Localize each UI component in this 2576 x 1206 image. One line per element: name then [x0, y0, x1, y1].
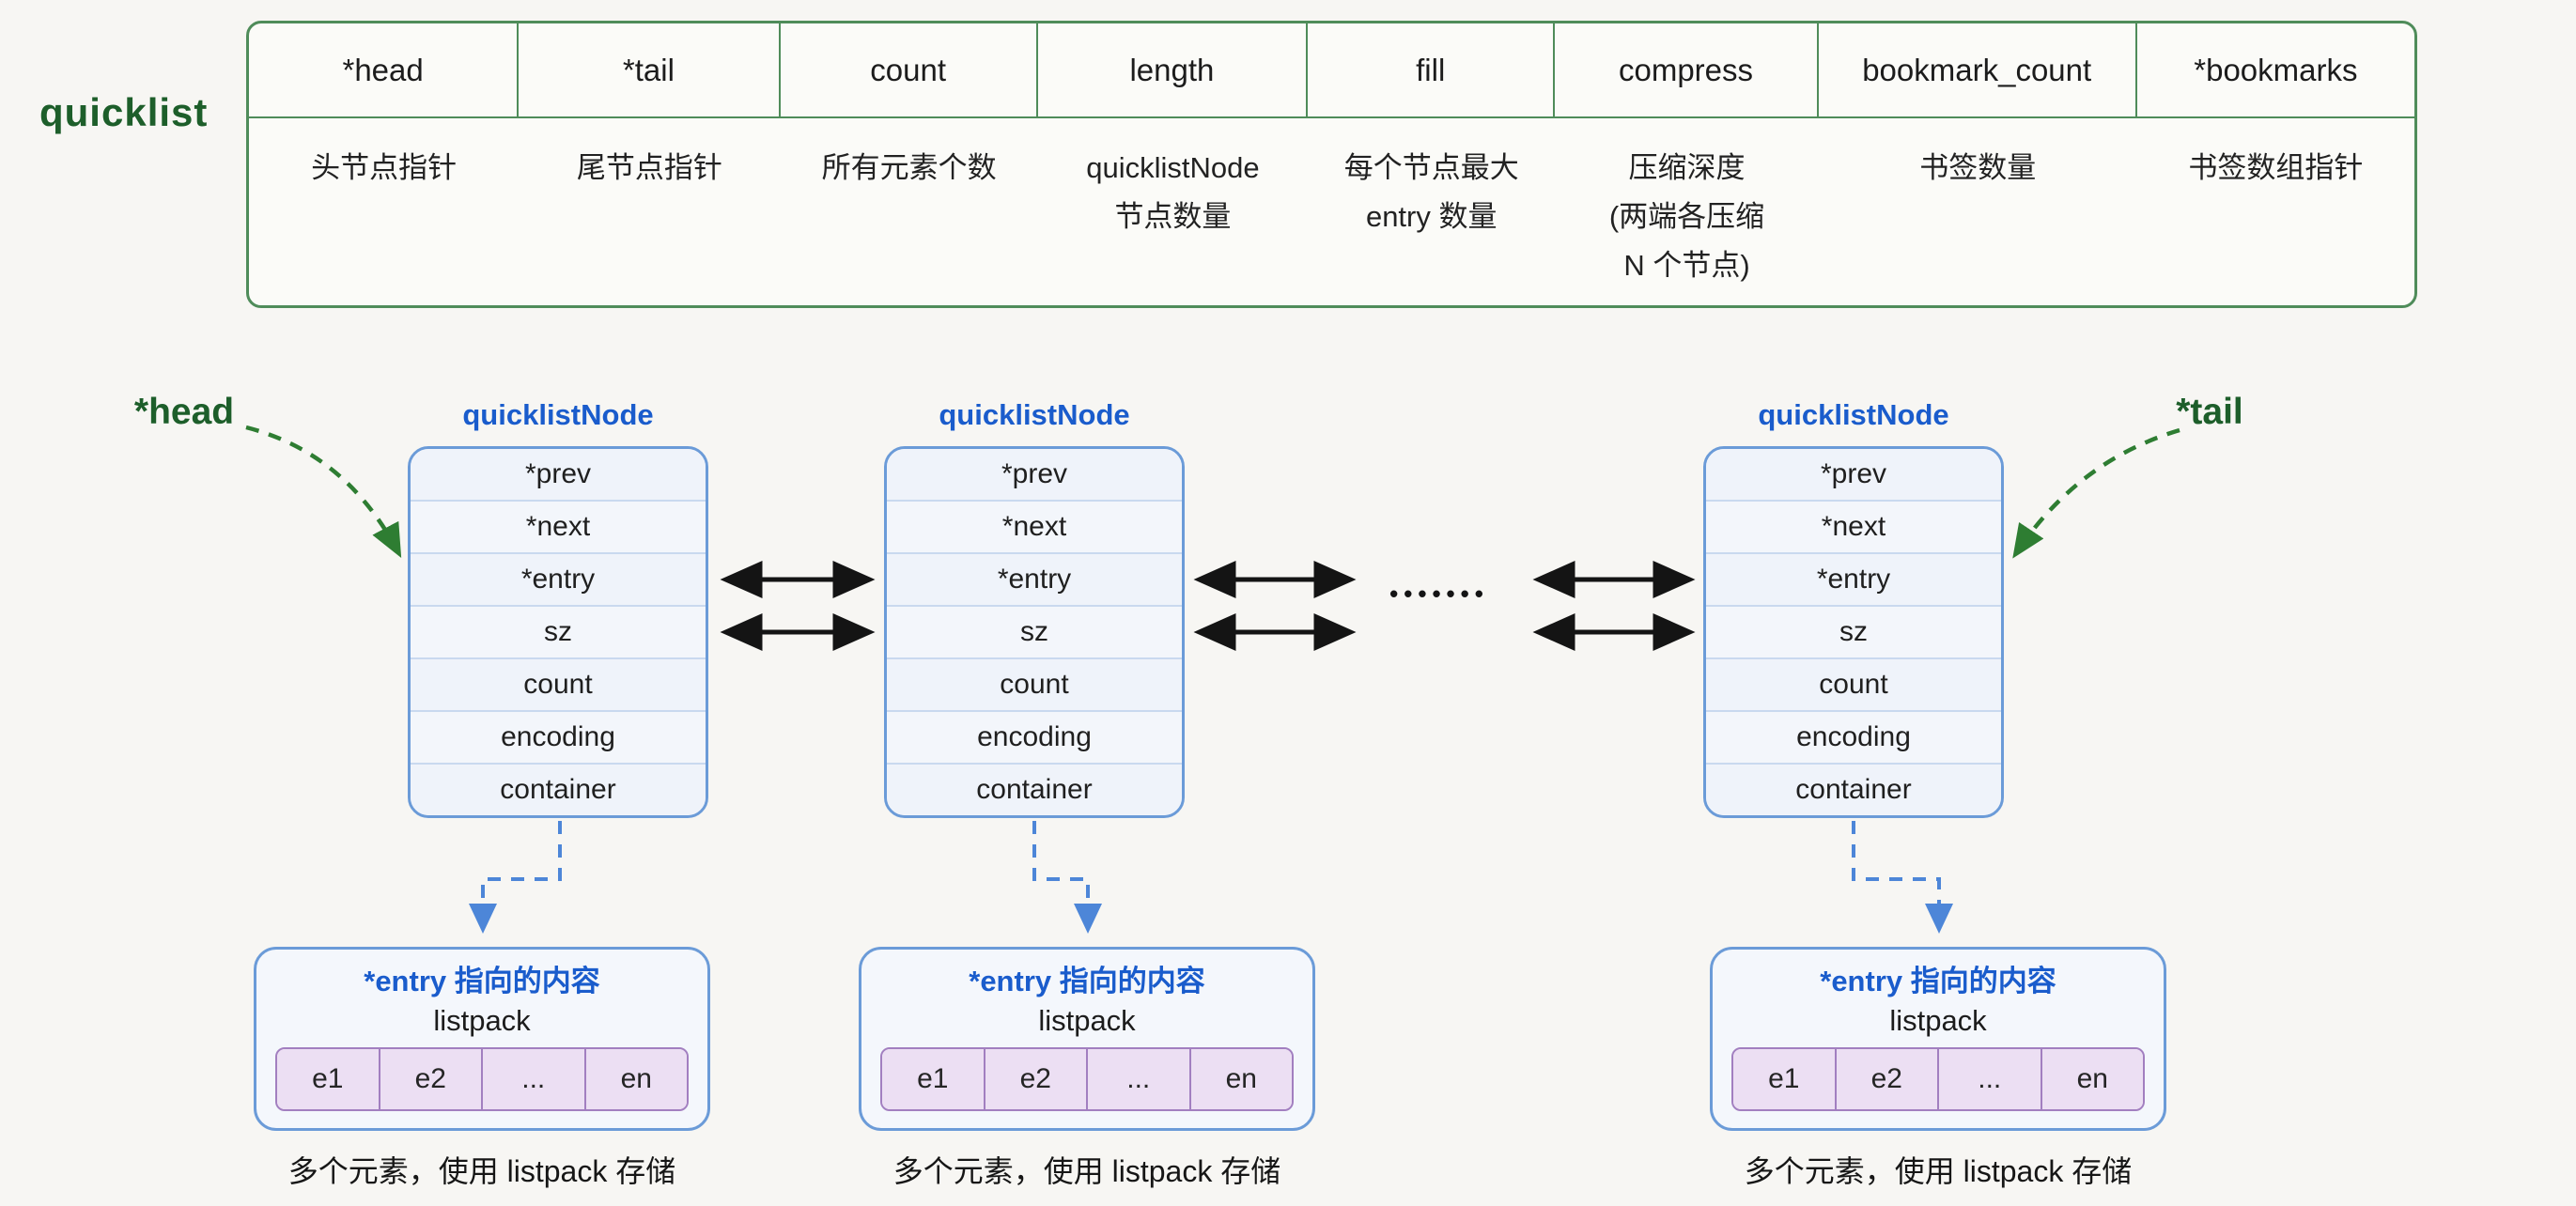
field-tail: *tail: [519, 23, 781, 116]
field-head: *head: [249, 23, 520, 116]
entry-connector-1: [469, 821, 562, 934]
listpack-1-cell-en: en: [585, 1049, 687, 1109]
field-count: count: [781, 23, 1038, 116]
node-3-field-entry: *entry: [1706, 554, 2001, 607]
quicklist-node-1: *prev *next *entry sz count encoding con…: [408, 446, 708, 818]
listpack-cells-1: e1 e2 ... en: [275, 1047, 689, 1111]
node-2-field-prev: *prev: [887, 449, 1182, 502]
node-1-field-container: container: [411, 765, 706, 815]
entry-box-2-title: *entry 指向的内容: [969, 965, 1205, 997]
listpack-caption-2: 多个元素，使用 listpack 存储: [892, 1154, 1281, 1188]
listpack-2-cell-e1: e1: [882, 1049, 985, 1109]
listpack-1-cell-dots: ...: [483, 1049, 586, 1109]
node-1-field-encoding: encoding: [411, 712, 706, 765]
head-pointer-arrow: [245, 425, 402, 558]
desc-length: quicklistNode 节点数量: [1086, 151, 1260, 233]
node-2-field-container: container: [887, 765, 1182, 815]
field-fill: fill: [1308, 23, 1556, 116]
node-1-title: quicklistNode: [462, 398, 654, 431]
node-2-title: quicklistNode: [939, 398, 1130, 431]
listpack-cells-3: e1 e2 ... en: [1731, 1047, 2145, 1111]
desc-bookmarks: 书签数组指针: [2188, 151, 2364, 184]
node-1-field-next: *next: [411, 502, 706, 554]
tail-pointer-arrow: [2012, 427, 2180, 559]
head-pointer-label: *head: [133, 392, 235, 432]
entry-content-box-1: *entry 指向的内容 listpack e1 e2 ... en: [254, 947, 710, 1131]
node-2-field-encoding: encoding: [887, 712, 1182, 765]
tail-pointer-label: *tail: [2176, 392, 2243, 432]
desc-compress: 压缩深度 (两端各压缩 N 个节点): [1608, 151, 1765, 282]
node-3-field-prev: *prev: [1706, 449, 2001, 502]
node-2-field-entry: *entry: [887, 554, 1182, 607]
node-3-title: quicklistNode: [1758, 398, 1949, 431]
listpack-3-cell-dots: ...: [1939, 1049, 2042, 1109]
field-length: length: [1038, 23, 1309, 116]
listpack-1-cell-e1: e1: [277, 1049, 380, 1109]
entry-content-box-2: *entry 指向的内容 listpack e1 e2 ... en: [859, 947, 1315, 1131]
entry-connector-3: [1852, 821, 1953, 934]
node-3-field-container: container: [1706, 765, 2001, 815]
more-nodes-ellipsis: •••••••: [1389, 580, 1489, 608]
node-1-field-entry: *entry: [411, 554, 706, 607]
node-2-field-sz: sz: [887, 607, 1182, 659]
entry-box-1-subtitle: listpack: [433, 1004, 531, 1037]
listpack-2-cell-en: en: [1190, 1049, 1292, 1109]
entry-box-2-subtitle: listpack: [1038, 1004, 1136, 1037]
node-3-field-count: count: [1706, 659, 2001, 712]
node-2-field-next: *next: [887, 502, 1182, 554]
field-bookmarks: *bookmarks: [2194, 52, 2358, 87]
desc-bookmark-count: 书签数量: [1919, 151, 2037, 184]
listpack-3-cell-e2: e2: [1836, 1049, 1939, 1109]
entry-connector-2: [1032, 821, 1102, 934]
entry-box-3-subtitle: listpack: [1889, 1004, 1987, 1037]
listpack-2-cell-e2: e2: [985, 1049, 1088, 1109]
listpack-2-cell-dots: ...: [1088, 1049, 1191, 1109]
node-3-field-sz: sz: [1706, 607, 2001, 659]
node-3-field-encoding: encoding: [1706, 712, 2001, 765]
field-compress: compress: [1555, 23, 1819, 116]
quicklist-struct-label: quicklist: [39, 90, 209, 134]
quicklist-node-2: *prev *next *entry sz count encoding con…: [884, 446, 1185, 818]
node-1-field-sz: sz: [411, 607, 706, 659]
entry-content-box-3: *entry 指向的内容 listpack e1 e2 ... en: [1710, 947, 2166, 1131]
listpack-1-cell-e2: e2: [380, 1049, 483, 1109]
quicklist-field-table: *head *tail count length fill compress b…: [246, 21, 2417, 308]
field-bookmark-count: bookmark_count: [1819, 23, 2137, 116]
desc-fill: 每个节点最大 entry 数量: [1343, 151, 1519, 233]
quicklist-node-3: *prev *next *entry sz count encoding con…: [1703, 446, 2004, 818]
node-3-field-next: *next: [1706, 502, 2001, 554]
listpack-caption-1: 多个元素，使用 listpack 存储: [287, 1154, 676, 1188]
node-1-field-count: count: [411, 659, 706, 712]
listpack-3-cell-en: en: [2041, 1049, 2143, 1109]
entry-box-1-title: *entry 指向的内容: [364, 965, 600, 997]
listpack-caption-3: 多个元素，使用 listpack 存储: [1744, 1154, 2133, 1188]
node-2-field-count: count: [887, 659, 1182, 712]
field-table-header-row: *head *tail count length fill compress b…: [249, 23, 2414, 118]
desc-head: 头节点指针: [311, 151, 458, 184]
desc-tail: 尾节点指针: [576, 151, 722, 184]
listpack-3-cell-e1: e1: [1733, 1049, 1837, 1109]
desc-count: 所有元素个数: [821, 151, 997, 184]
entry-box-3-title: *entry 指向的内容: [1820, 965, 2056, 997]
listpack-cells-2: e1 e2 ... en: [880, 1047, 1294, 1111]
node-1-field-prev: *prev: [411, 449, 706, 502]
field-table-desc-row: 头节点指针 尾节点指针 所有元素个数 quicklistNode 节点数量 每个…: [249, 118, 2414, 305]
